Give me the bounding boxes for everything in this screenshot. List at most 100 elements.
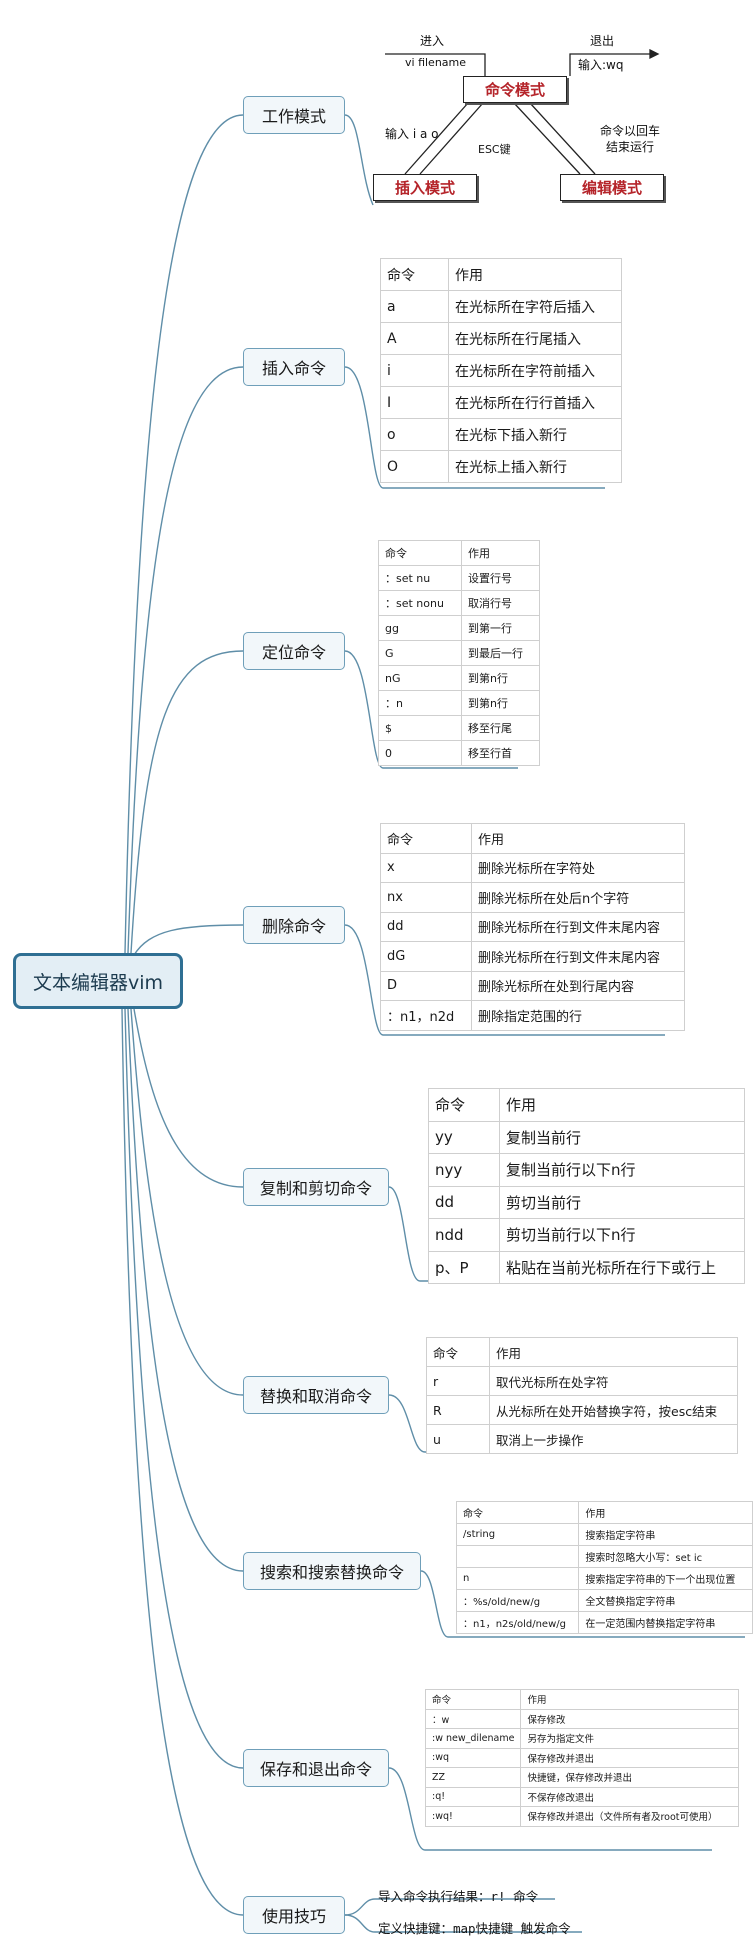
command-cell: dd [380, 911, 472, 942]
effect-cell: 在光标上插入新行 [448, 450, 622, 483]
header-effect: 作用 [499, 1088, 745, 1122]
enter-command: vi filename [405, 56, 467, 69]
tip-define-shortcut: 定义快捷键：map快捷键 触发命令 [378, 1921, 571, 1936]
effect-cell: 移至行尾 [461, 715, 540, 741]
command-cell: O [380, 450, 449, 483]
cmd-enter-label-2: 结束运行 [606, 140, 655, 154]
command-cell: ：n1，n2s/old/new/g [455, 1611, 580, 1634]
command-mode-box: 命令模式 [463, 76, 567, 103]
effect-cell: 保存修改 [520, 1708, 740, 1729]
table-row: $移至行尾 [378, 715, 540, 741]
edit-mode-box: 编辑模式 [560, 174, 664, 201]
table-header-row: 命令作用 [378, 540, 540, 566]
effect-cell: 不保存修改退出 [520, 1786, 740, 1807]
effect-cell: 删除光标所在字符处 [471, 852, 685, 883]
root-node[interactable]: 文本编辑器vim [13, 953, 183, 1009]
command-cell: I [380, 386, 449, 419]
branch-save[interactable]: 保存和退出命令 [243, 1749, 389, 1787]
command-cell: :wq [424, 1747, 522, 1768]
connector-tips [121, 1008, 244, 1916]
enter-arrow [385, 53, 486, 76]
table-row: :q!不保存修改退出 [424, 1786, 740, 1807]
effect-cell: 删除光标所在行到文件末尾内容 [471, 911, 685, 942]
effect-cell: 在一定范围内替换指定字符串 [578, 1611, 753, 1634]
effect-cell: 保存修改并退出（文件所有者及root可使用） [520, 1806, 740, 1827]
command-cell: ：n [378, 690, 462, 716]
command-cell: gg [378, 615, 462, 641]
branch-tips[interactable]: 使用技巧 [243, 1896, 345, 1934]
command-cell: ：w [424, 1708, 522, 1729]
connector-insert [127, 366, 244, 954]
effect-cell: 搜索指定字符串的下一个出现位置 [578, 1567, 753, 1590]
command-cell: ZZ [424, 1767, 522, 1788]
command-cell: $ [378, 715, 462, 741]
header-command: 命令 [426, 1337, 490, 1367]
command-cell: x [380, 852, 472, 883]
branch-insert[interactable]: 插入命令 [243, 348, 345, 386]
header-effect: 作用 [471, 823, 685, 854]
table-header-row: 命令作用 [428, 1088, 745, 1122]
effect-cell: 粘贴在当前光标所在行下或行上 [499, 1250, 745, 1284]
effect-cell: 剪切当前行以下n行 [499, 1218, 745, 1252]
effect-cell: 搜索指定字符串 [578, 1523, 753, 1546]
command-cell: n [455, 1567, 580, 1590]
insert-mode-box: 插入模式 [373, 174, 477, 201]
branch-copy[interactable]: 复制和剪切命令 [243, 1168, 389, 1206]
connector-locate [130, 650, 244, 954]
effect-cell: 保存修改并退出 [520, 1747, 740, 1768]
effect-cell: 到第n行 [461, 665, 540, 691]
command-cell: u [426, 1424, 490, 1454]
command-cell: ：set nu [378, 565, 462, 591]
effect-cell: 从光标所在处开始替换字符，按esc结束 [489, 1395, 738, 1425]
command-cell: R [426, 1395, 490, 1425]
command-cell: A [380, 322, 449, 355]
effect-cell: 在光标所在字符前插入 [448, 354, 622, 387]
command-cell: :wq! [424, 1806, 522, 1827]
table-header-row: 命令作用 [455, 1501, 753, 1524]
header-command: 命令 [378, 540, 462, 566]
command-cell: ：set nonu [378, 590, 462, 616]
branch-work-mode[interactable]: 工作模式 [243, 96, 345, 134]
branch-search[interactable]: 搜索和搜索替换命令 [243, 1552, 421, 1590]
command-cell: nG [378, 665, 462, 691]
effect-cell: 在光标所在行尾插入 [448, 322, 622, 355]
header-effect: 作用 [578, 1501, 753, 1524]
branch-delete[interactable]: 删除命令 [243, 906, 345, 944]
table-header-row: 命令作用 [426, 1337, 738, 1367]
effect-cell: 在光标所在行行首插入 [448, 386, 622, 419]
branch-replace[interactable]: 替换和取消命令 [243, 1376, 389, 1414]
effect-cell: 在光标所在字符后插入 [448, 290, 622, 323]
input-keys-label: 输入 i a o [385, 127, 439, 141]
effect-cell: 全文替换指定字符串 [578, 1589, 753, 1612]
header-effect: 作用 [520, 1689, 740, 1710]
connector-copy [133, 1008, 244, 1188]
effect-cell: 删除光标所在处后n个字符 [471, 882, 685, 913]
branch-locate[interactable]: 定位命令 [243, 632, 345, 670]
effect-cell: 到最后一行 [461, 640, 540, 666]
connector-work-mode [124, 114, 244, 954]
effect-cell: 快捷键，保存修改并退出 [520, 1767, 740, 1788]
